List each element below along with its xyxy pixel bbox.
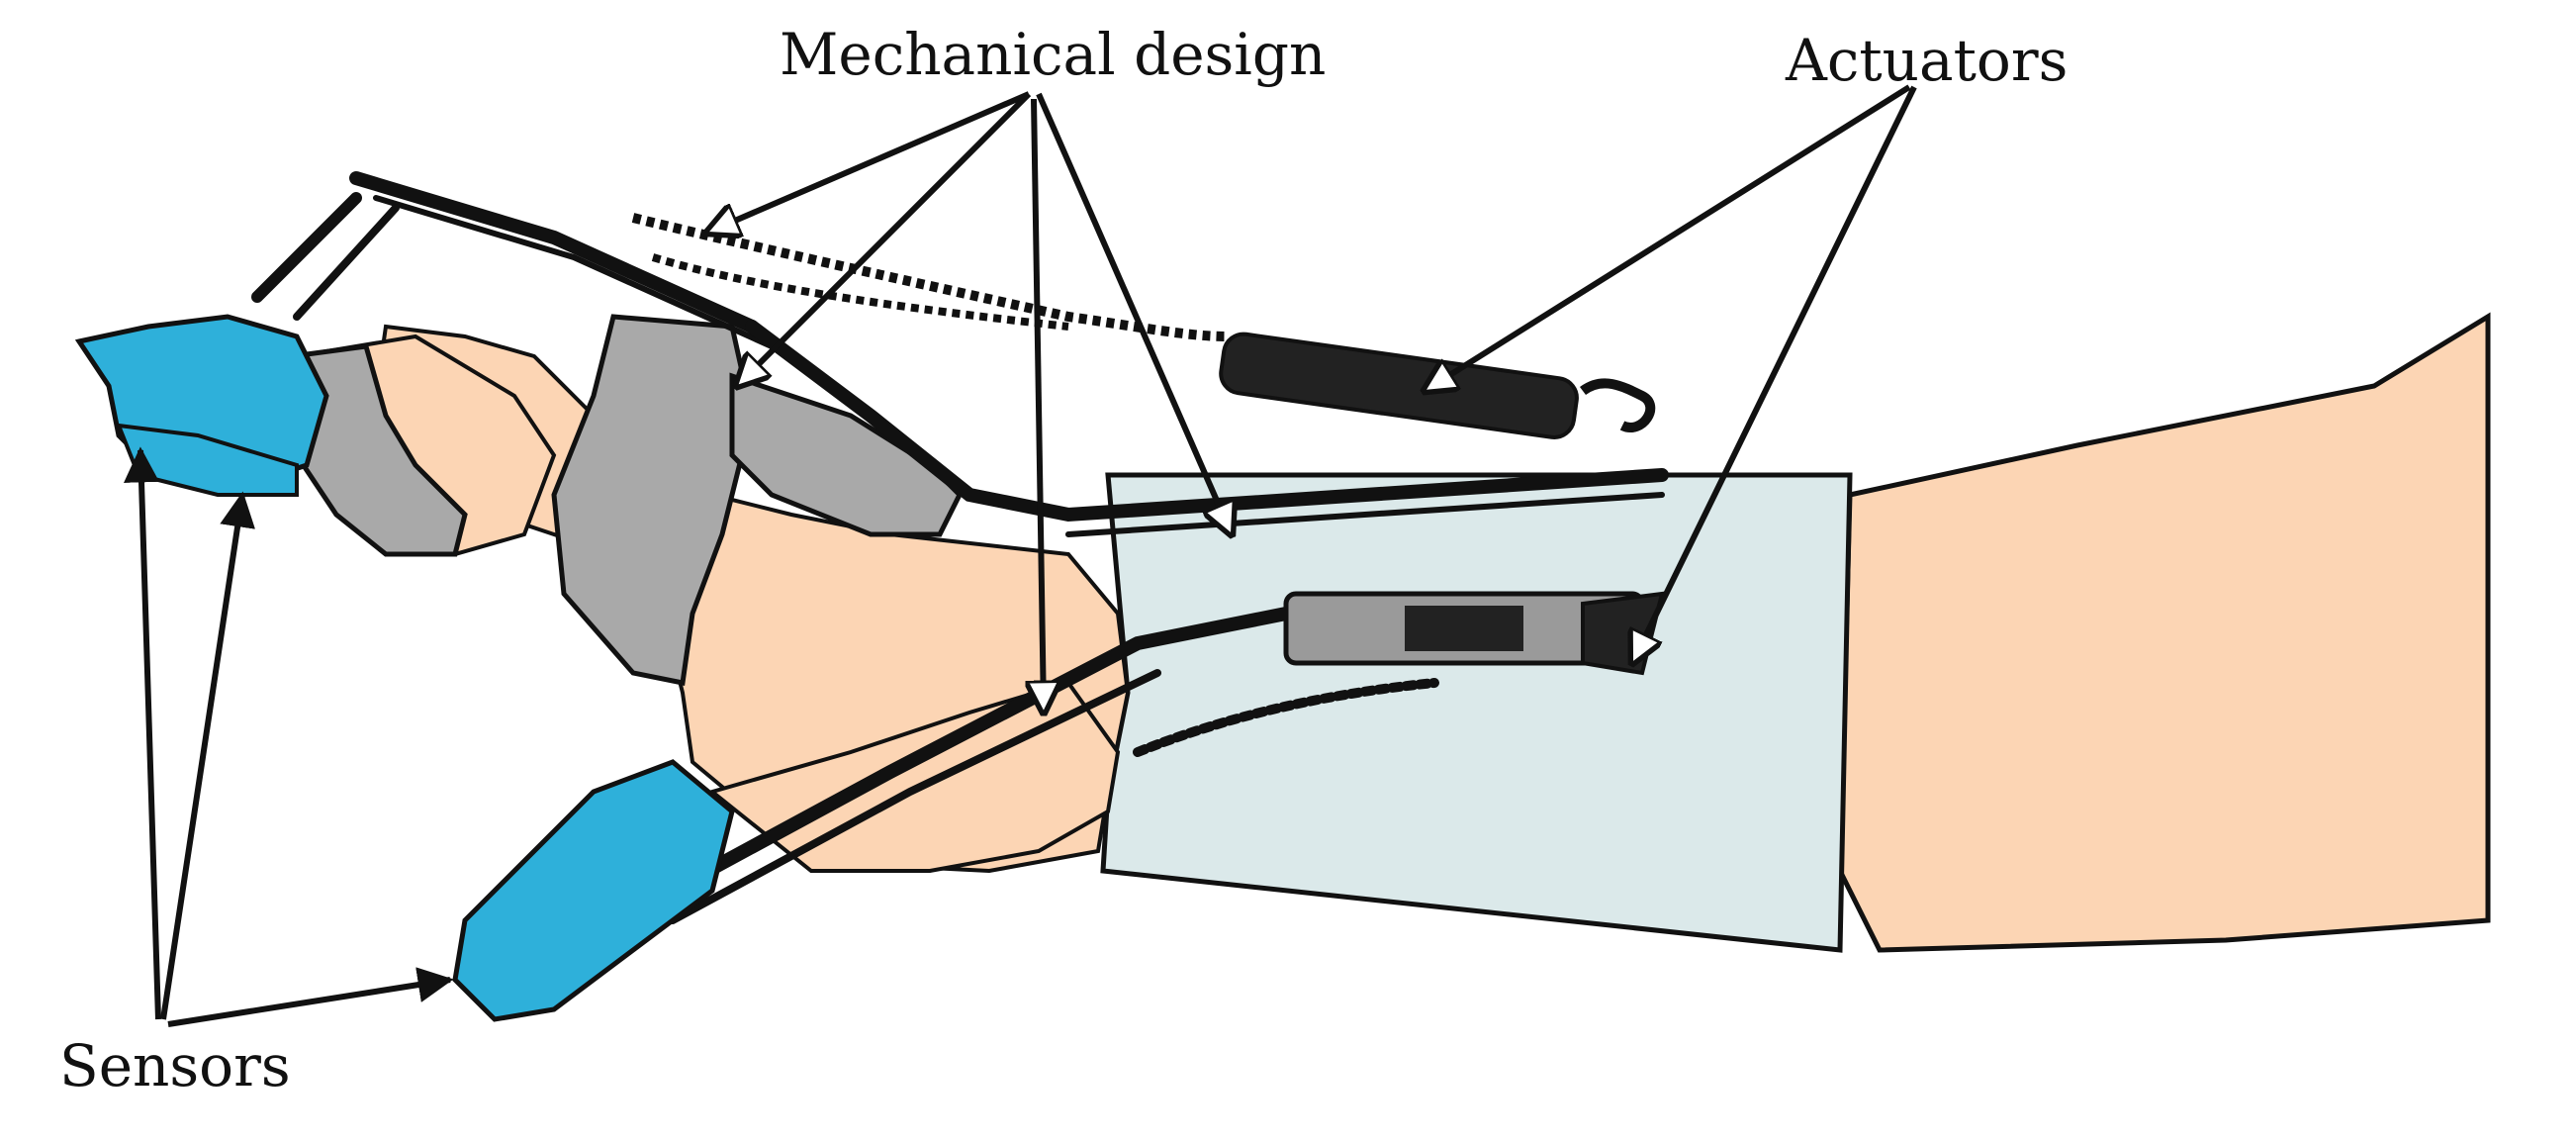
upper-actuator <box>1219 332 1656 439</box>
sensors-arrows <box>124 446 454 1027</box>
dorsal-brace-plate <box>729 372 964 537</box>
thumb-sensor <box>452 759 735 1022</box>
thumb-linkage <box>646 607 1439 924</box>
sensors-label: Sensors <box>59 1032 291 1099</box>
lower-actuator <box>1283 591 1665 676</box>
finger-brace <box>289 343 468 557</box>
upper-linkage <box>251 171 1669 537</box>
mechanical-design-arrows <box>707 91 1232 713</box>
forearm <box>1837 312 2491 953</box>
sleeve <box>1100 472 1853 953</box>
mechanical-design-label: Mechanical design <box>780 21 1327 88</box>
thumb <box>707 680 1121 873</box>
actuators-arrows <box>1425 84 1917 663</box>
actuators-label: Actuators <box>1786 27 2069 94</box>
